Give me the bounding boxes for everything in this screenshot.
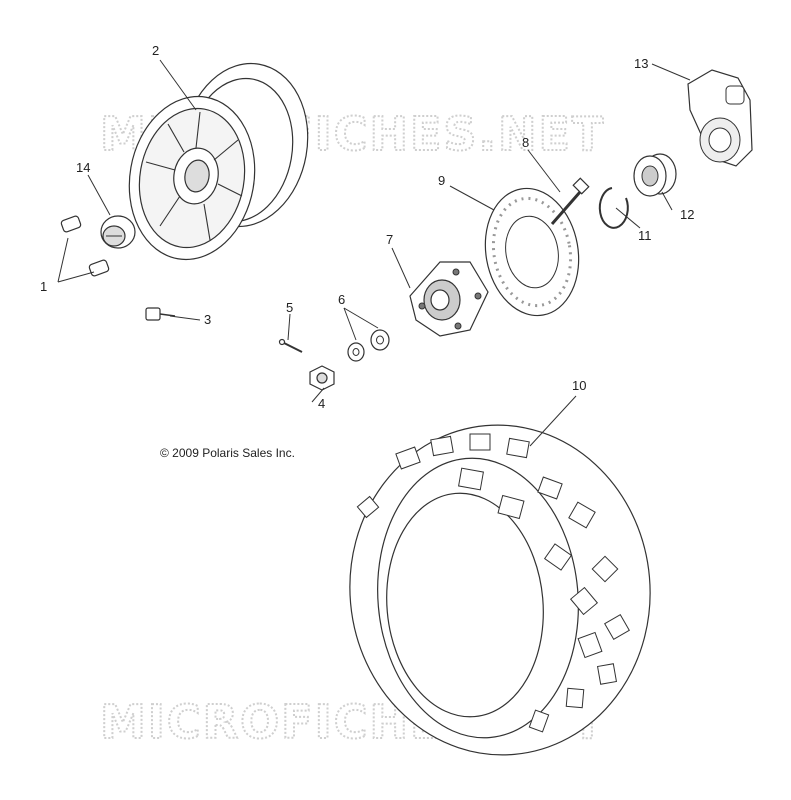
callout-12: 12 [680, 207, 694, 222]
callout-6: 6 [338, 292, 345, 307]
castle-nut-part [309, 365, 335, 391]
stud-parts [60, 215, 110, 277]
bolt-part [550, 177, 590, 225]
washer-parts [347, 329, 390, 362]
callout-13: 13 [634, 56, 648, 71]
callout-5: 5 [286, 300, 293, 315]
callout-2: 2 [152, 43, 159, 58]
knuckle-part [687, 69, 753, 167]
tire-part [349, 424, 651, 756]
copyright-text: © 2009 Polaris Sales Inc. [160, 446, 295, 460]
valve-stem-part [145, 307, 176, 321]
hub-part [409, 261, 489, 337]
bearing-part [633, 153, 677, 197]
callout-7: 7 [386, 232, 393, 247]
callout-14: 14 [76, 160, 90, 175]
callout-3: 3 [204, 312, 211, 327]
leader-lines [57, 59, 691, 447]
callout-4: 4 [318, 396, 325, 411]
callout-9: 9 [438, 173, 445, 188]
callout-8: 8 [522, 135, 529, 150]
callout-10: 10 [572, 378, 586, 393]
cotter-pin-part [278, 338, 303, 353]
rim-part [128, 62, 309, 261]
cap-part [100, 215, 136, 249]
callout-11: 11 [638, 228, 652, 243]
snap-ring-part [598, 187, 629, 229]
callout-1: 1 [40, 279, 47, 294]
